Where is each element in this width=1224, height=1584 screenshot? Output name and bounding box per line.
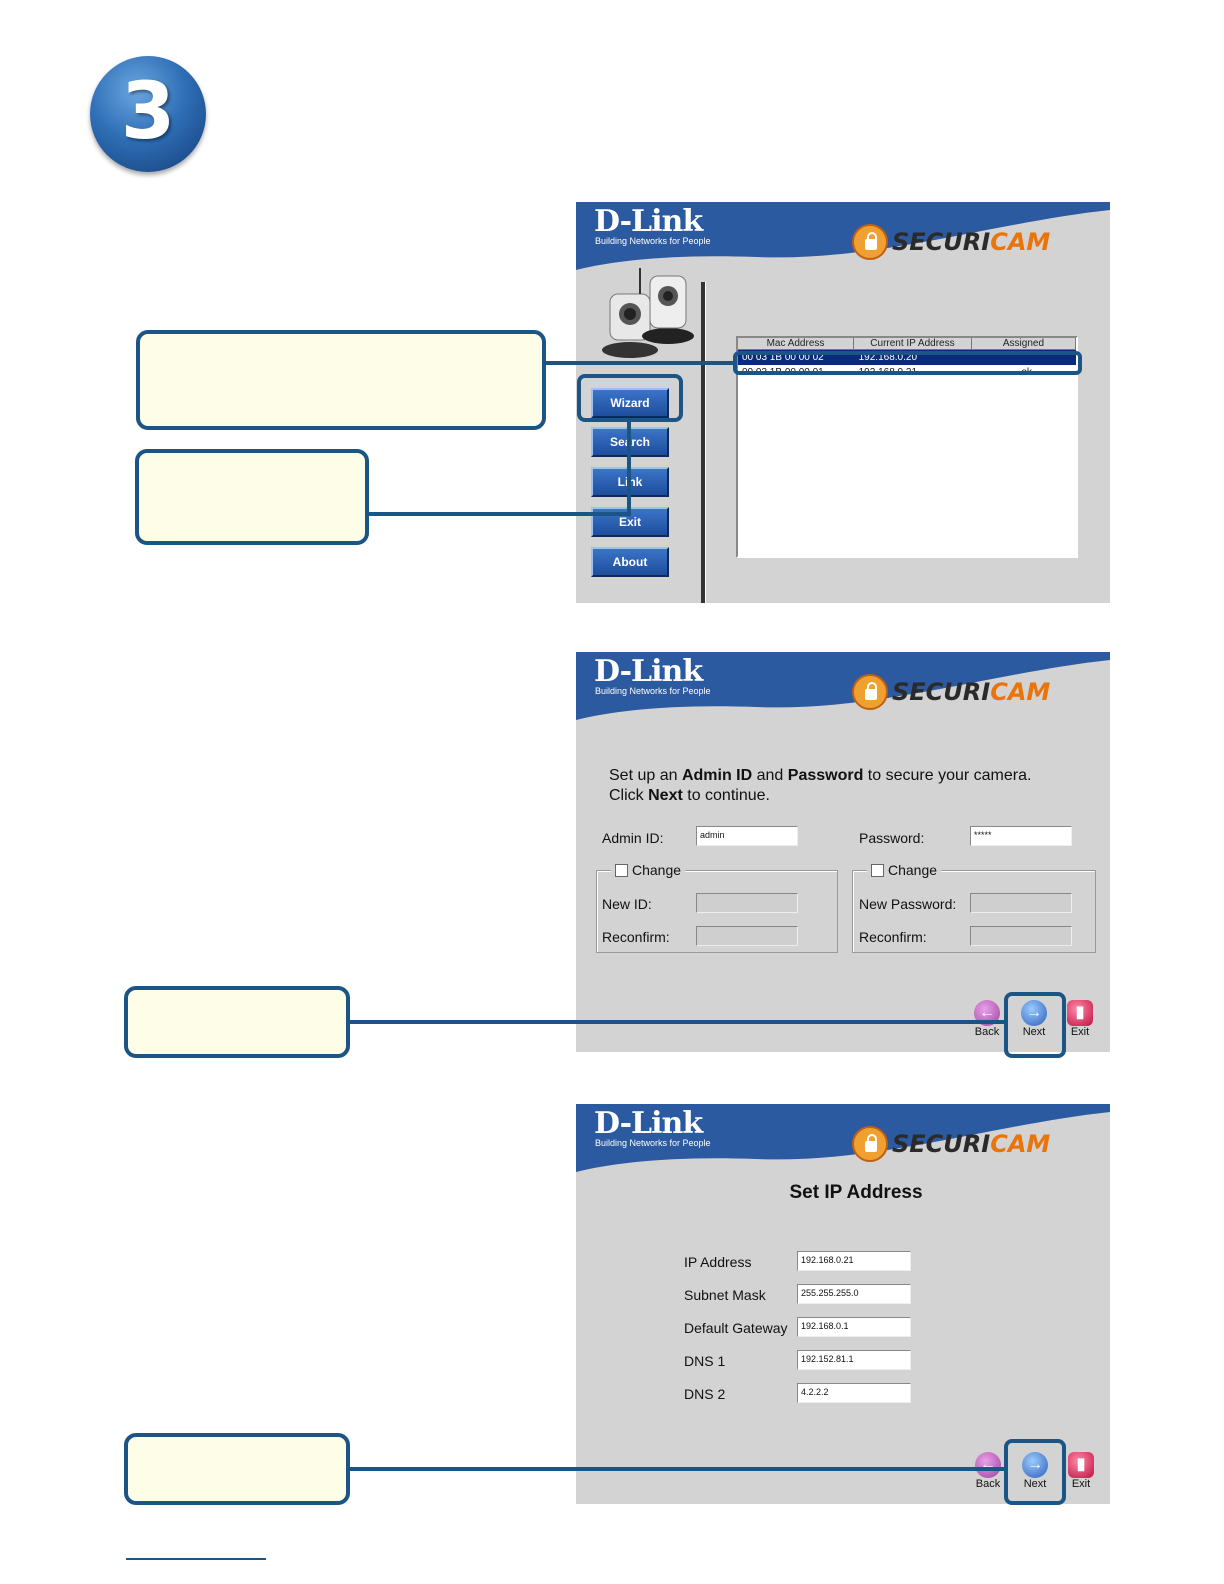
back-arrow-icon: ← — [975, 1452, 1001, 1478]
reconfirm-id-input[interactable] — [696, 926, 798, 946]
next-label: Next — [1022, 1026, 1046, 1038]
dns2-label: DNS 2 — [684, 1386, 726, 1402]
reconfirm-id-label: Reconfirm: — [602, 929, 670, 945]
wizard-button[interactable]: Wizard — [591, 388, 669, 418]
camera-list-header: Mac Address Current IP Address Assigned — [738, 338, 1076, 350]
exit-button[interactable]: ▮ Exit — [1063, 998, 1097, 1044]
exit-button[interactable]: ▮ Exit — [1064, 1450, 1098, 1496]
camera-illustration-icon — [602, 268, 694, 358]
exit-door-icon: ▮ — [1068, 1452, 1094, 1478]
dlink-tagline: Building Networks for People — [595, 236, 711, 246]
dlink-logo: D-Link — [594, 204, 703, 239]
dlink-tagline: Building Networks for People — [595, 686, 711, 696]
highlight-selected-camera — [733, 351, 1082, 375]
row-mac: 00 03 1B 00 00 02 — [742, 352, 824, 363]
ip-address-label: IP Address — [684, 1254, 752, 1270]
next-arrow-icon: → — [1022, 1452, 1048, 1478]
subnet-mask-input[interactable]: 255.255.255.0 — [797, 1284, 911, 1304]
change-password-label: Change — [888, 862, 938, 878]
change-password-checkbox[interactable] — [871, 863, 884, 877]
admin-id-label: Admin ID: — [602, 830, 664, 846]
callout-connector — [546, 361, 736, 365]
reconfirm-password-input[interactable] — [970, 926, 1072, 946]
subnet-mask-label: Subnet Mask — [684, 1287, 766, 1303]
page-title: Set IP Address — [789, 1182, 923, 1203]
dlink-logo: D-Link — [594, 1106, 703, 1141]
step-number: 3 — [120, 67, 176, 157]
dns2-input[interactable]: 4.2.2.2 — [797, 1383, 911, 1403]
footer-rule — [126, 1558, 266, 1560]
back-label: Back — [975, 1478, 1001, 1490]
dns1-label: DNS 1 — [684, 1353, 726, 1369]
highlight-wizard-button — [577, 374, 683, 422]
admin-id-input[interactable]: admin — [696, 826, 798, 846]
next-label: Next — [1023, 1478, 1047, 1490]
instruction-text: Set up an Admin ID and Password to secur… — [609, 767, 1032, 804]
password-label: Password: — [859, 830, 925, 846]
highlight-next-button — [1004, 1439, 1066, 1505]
sidebar-divider — [701, 282, 706, 603]
callout-click-next — [124, 986, 350, 1058]
change-id-checkbox[interactable] — [615, 863, 628, 877]
callout-click-next — [124, 1433, 350, 1505]
change-password-group: Change — [852, 862, 1096, 953]
column-assigned[interactable]: Assigned — [971, 338, 1076, 350]
column-mac-address[interactable]: Mac Address — [738, 338, 854, 350]
dlink-tagline: Building Networks for People — [595, 1138, 711, 1148]
new-password-label: New Password: — [859, 896, 957, 912]
new-id-input[interactable] — [696, 893, 798, 913]
back-button[interactable]: ← Back — [971, 1450, 1005, 1496]
new-id-label: New ID: — [602, 896, 652, 912]
callout-connector — [369, 512, 630, 516]
step-number-badge: 3 — [90, 56, 206, 172]
securicam-ip-window: D-Link Building Networks for People SECU… — [576, 1104, 1110, 1504]
exit-label: Exit — [1071, 1478, 1091, 1490]
new-password-input[interactable] — [970, 893, 1072, 913]
highlight-next-button — [1004, 992, 1066, 1058]
lock-icon — [852, 674, 888, 710]
callout-connector — [627, 420, 631, 516]
callout-select-camera — [136, 330, 546, 430]
callout-connector — [350, 1020, 1006, 1024]
change-id-group: Change — [596, 862, 838, 953]
lock-icon — [852, 1126, 888, 1162]
password-input[interactable]: ***** — [970, 826, 1072, 846]
callout-connector — [350, 1467, 1006, 1471]
column-current-ip[interactable]: Current IP Address — [853, 338, 972, 350]
next-button[interactable]: → Next — [1017, 998, 1051, 1044]
change-id-label: Change — [632, 862, 682, 878]
ip-address-input[interactable]: 192.168.0.21 — [797, 1251, 911, 1271]
dlink-logo: D-Link — [594, 654, 703, 689]
next-button[interactable]: → Next — [1018, 1450, 1052, 1496]
exit-label: Exit — [1070, 1026, 1090, 1038]
default-gateway-input[interactable]: 192.168.0.1 — [797, 1317, 911, 1337]
dns1-input[interactable]: 192.152.81.1 — [797, 1350, 911, 1370]
reconfirm-password-label: Reconfirm: — [859, 929, 927, 945]
header-banner — [576, 202, 1110, 270]
back-button[interactable]: ← Back — [970, 998, 1004, 1044]
next-arrow-icon: → — [1021, 1000, 1047, 1026]
exit-door-icon: ▮ — [1067, 1000, 1093, 1026]
default-gateway-label: Default Gateway — [684, 1320, 788, 1336]
lock-icon — [852, 224, 888, 260]
row-ip: 192.168.0.20 — [858, 352, 918, 363]
header-banner — [576, 652, 1110, 720]
securicam-admin-window: D-Link Building Networks for People SECU… — [576, 652, 1110, 1052]
about-button[interactable]: About — [591, 547, 669, 577]
header-banner — [576, 1104, 1110, 1172]
back-label: Back — [974, 1026, 1000, 1038]
callout-click-wizard — [135, 449, 369, 545]
